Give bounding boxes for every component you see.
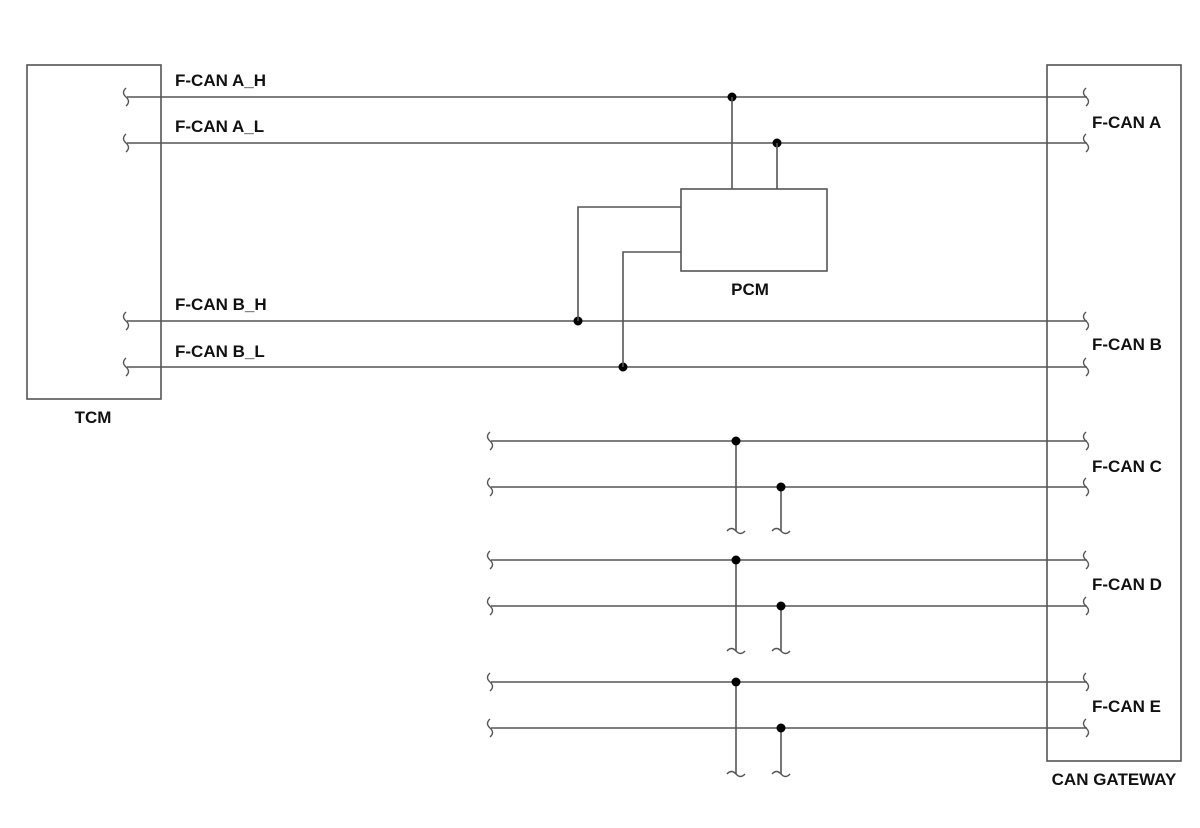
pcm-module — [577, 97, 828, 367]
junction-dot — [731, 436, 741, 446]
wire-f-can-a-l — [122, 133, 1090, 153]
pcm-box — [680, 188, 828, 272]
gateway-port-a: F-CAN A — [1092, 113, 1161, 132]
junction-dot — [776, 601, 786, 611]
junction-dot — [776, 723, 786, 733]
gateway-port-d: F-CAN D — [1092, 575, 1162, 594]
gateway-label: CAN GATEWAY — [1052, 770, 1177, 789]
gateway-box — [1046, 64, 1182, 762]
wire-f-can-b-h — [122, 311, 1090, 331]
wire-label-b-l: F-CAN B_L — [175, 342, 265, 361]
wire-label-b-h: F-CAN B_H — [175, 295, 267, 314]
tcm-box — [26, 64, 162, 400]
junction-dot — [776, 482, 786, 492]
junction-dot — [731, 677, 741, 687]
gateway-port-e: F-CAN E — [1092, 697, 1161, 716]
bus-f-can-c — [486, 431, 1090, 535]
bus-f-can-e — [486, 672, 1090, 778]
wire-label-a-h: F-CAN A_H — [175, 71, 266, 90]
junction-dot — [731, 555, 741, 565]
tcm-label: TCM — [75, 408, 112, 427]
wire-f-can-b-l — [122, 357, 1090, 377]
wire-label-a-l: F-CAN A_L — [175, 117, 264, 136]
wire-f-can-a-h — [122, 87, 1090, 107]
gateway-port-c: F-CAN C — [1092, 457, 1162, 476]
gateway-port-b: F-CAN B — [1092, 335, 1162, 354]
bus-f-can-d — [486, 550, 1090, 655]
pcm-label: PCM — [731, 280, 769, 299]
